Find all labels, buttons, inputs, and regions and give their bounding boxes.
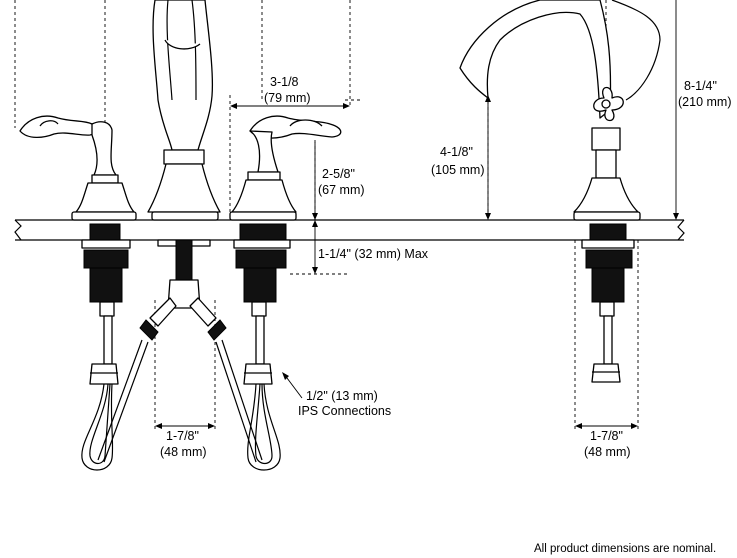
- footnote: All product dimensions are nominal.: [534, 543, 716, 555]
- left-handle-valve: [19, 115, 137, 471]
- overall-height-imperial: 8-1/4": [684, 79, 717, 93]
- dim-handle-spacing-line: [230, 103, 350, 109]
- center-spout: [97, 0, 263, 463]
- connection-imperial: 1/2" (13 mm): [306, 389, 378, 403]
- side-view-faucet: [459, 0, 661, 383]
- dim-overall-height-line: [673, 0, 679, 220]
- dim-spacing-left-line: [155, 423, 215, 429]
- dim-deck-line: [312, 220, 318, 274]
- spacing-right-imperial: 1-7/8": [590, 429, 623, 443]
- handle-height-imperial: 2-5/8": [322, 167, 355, 181]
- overall-height-metric: (210 mm): [678, 95, 731, 109]
- right-handle-valve: [229, 115, 342, 471]
- connection-label: IPS Connections: [298, 404, 391, 418]
- deck-thickness-label: 1-1/4" (32 mm) Max: [318, 247, 429, 261]
- spacing-left-metric: (48 mm): [160, 445, 207, 459]
- spout-height-imperial: 4-1/8": [440, 145, 473, 159]
- dim-handle-height-line: [312, 142, 318, 220]
- connection-leader: [282, 372, 303, 399]
- dim-spout-height-line: [485, 95, 491, 220]
- spout-height-metric: (105 mm): [431, 163, 484, 177]
- handle-height-metric: (67 mm): [318, 183, 365, 197]
- dim-spacing-right-line: [575, 423, 638, 429]
- handle-spacing-metric: (79 mm): [264, 91, 311, 105]
- spacing-left-imperial: 1-7/8": [166, 429, 199, 443]
- spacing-right-metric: (48 mm): [584, 445, 631, 459]
- handle-spacing-imperial: 3-1/8: [270, 75, 299, 89]
